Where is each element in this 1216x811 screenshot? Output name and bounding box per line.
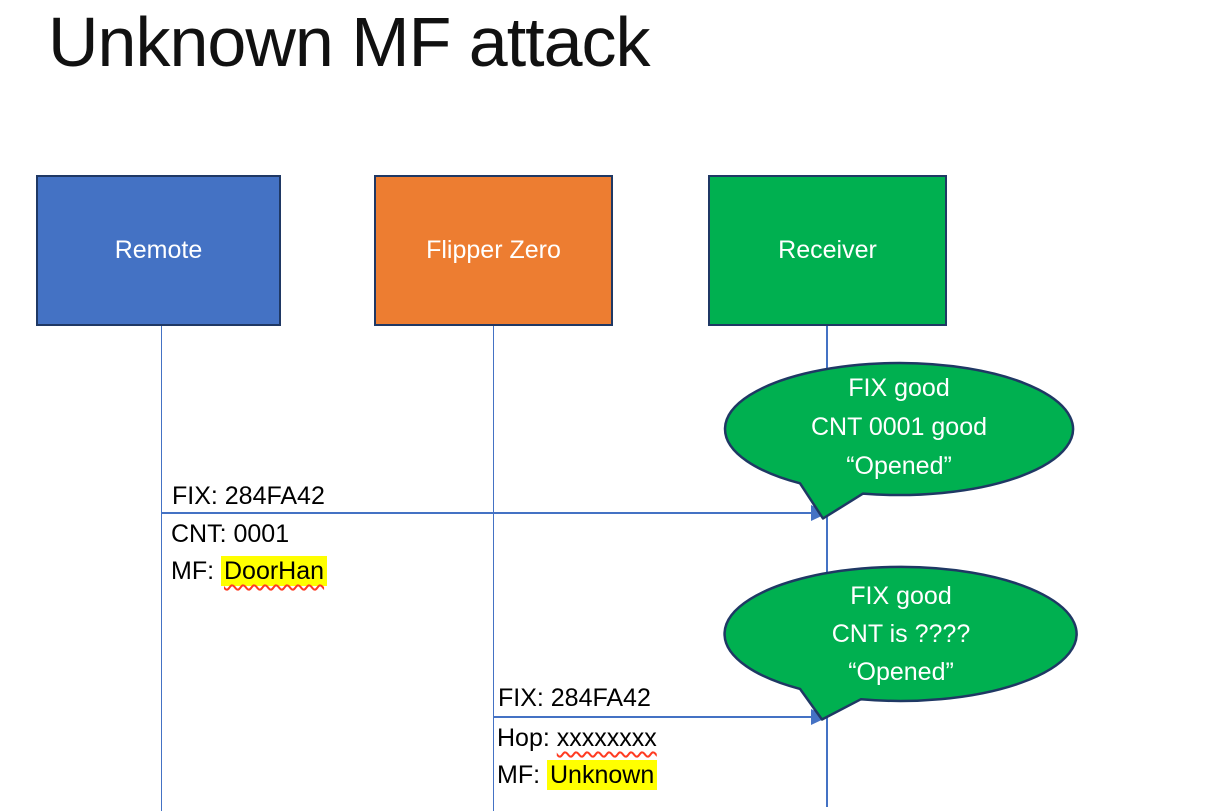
message-1-label-cnt: CNT: 0001 — [171, 518, 289, 550]
callout-1-text: FIX good CNT 0001 good “Opened” — [739, 369, 1059, 486]
actor-box-flipper-zero: Flipper Zero — [374, 175, 613, 326]
callout-2-line-3: “Opened” — [848, 658, 954, 686]
lifeline-flipper-zero — [492, 326, 495, 811]
label-prefix: MF: — [497, 761, 547, 789]
label-prefix: MF: — [171, 557, 221, 585]
callout-1-line-2: CNT 0001 good — [810, 413, 988, 441]
label-value: 0001 — [233, 520, 290, 548]
actor-label-remote: Remote — [114, 236, 203, 264]
lifeline-remote — [160, 326, 163, 811]
message-2-label-fix: FIX: 284FA42 — [498, 684, 651, 712]
message-2-arrowhead-icon — [811, 709, 828, 725]
callout-1-line-1: FIX good — [848, 374, 950, 402]
actor-box-remote: Remote — [36, 175, 281, 326]
label-value-highlighted: DoorHan — [221, 556, 328, 586]
callout-2-text: FIX good CNT is ???? “Opened” — [741, 577, 1061, 691]
message-1-line — [161, 512, 812, 514]
page-title: Unknown MF attack — [48, 3, 651, 81]
callout-2-line-1: FIX good — [850, 582, 952, 610]
message-2-label-hop: Hop: xxxxxxxx — [497, 722, 657, 754]
label-prefix: CNT: — [171, 520, 234, 548]
message-2-label-mf: MF: Unknown — [497, 759, 658, 791]
callout-2-line-2: CNT is ???? — [831, 620, 971, 648]
label-value-highlighted: Unknown — [547, 760, 658, 790]
message-1-label-mf: MF: DoorHan — [171, 555, 328, 587]
actor-label-receiver: Receiver — [778, 236, 877, 264]
callout-1-line-3: “Opened” — [846, 452, 952, 480]
label-value-squiggle: xxxxxxxx — [556, 724, 657, 752]
message-1-arrowhead-icon — [811, 505, 828, 521]
actor-box-receiver: Receiver — [708, 175, 947, 326]
actor-label-flipper-zero: Flipper Zero — [426, 236, 561, 264]
message-1-label-fix: FIX: 284FA42 — [172, 482, 325, 510]
message-2-line — [493, 716, 812, 718]
label-prefix: Hop: — [497, 724, 557, 752]
